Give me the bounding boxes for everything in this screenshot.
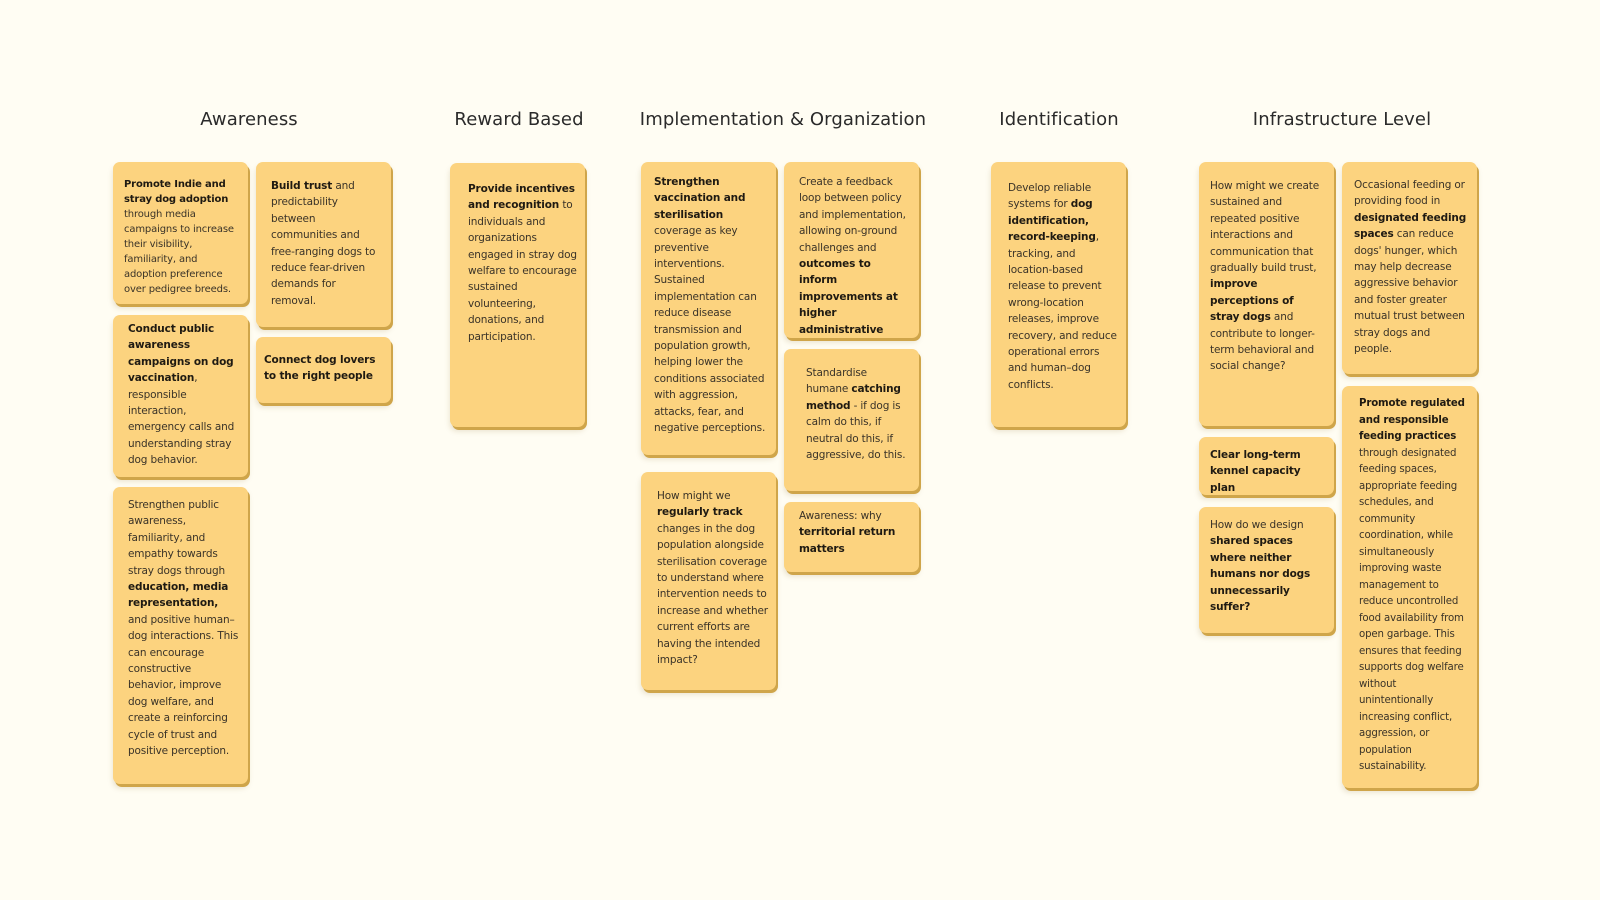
sticky-note[interactable]: Promote Indie and stray dog adoption thr…	[113, 162, 248, 304]
note-text-bold: Conduct public awareness campaigns on do…	[128, 323, 234, 385]
note-text-bold: outcomes to inform improvements at highe…	[799, 258, 898, 336]
note-text: and positive human–dog interactions. Thi…	[128, 613, 239, 758]
note-text-bold: education, media representation,	[128, 581, 229, 610]
note-text: and predictability between communities a…	[271, 180, 376, 307]
sticky-note[interactable]: How might we create sustained and repeat…	[1199, 162, 1334, 426]
sticky-note[interactable]: Clear long-term kennel capacity plan	[1199, 437, 1334, 495]
note-text-bold: territorial return matters	[799, 526, 896, 555]
note-text: through media campaigns to increase thei…	[124, 209, 234, 295]
sticky-note[interactable]: Develop reliable systems for dog identif…	[991, 162, 1126, 427]
note-text: Occasional feeding or providing food in	[1354, 179, 1465, 208]
sticky-note[interactable]: Occasional feeding or providing food in …	[1342, 162, 1477, 374]
note-text-bold: designated feeding spaces	[1354, 211, 1467, 241]
note-text: - if dog is calm do this, if neutral do …	[806, 399, 906, 462]
sticky-note[interactable]: Connect dog lovers to the right people	[256, 337, 391, 403]
note-text-bold: Promote regulated and responsible feedin…	[1359, 398, 1465, 442]
note-text: and contribute to longer-term behavioral…	[1210, 311, 1315, 373]
note-text: Standardise humane	[806, 367, 867, 396]
note-text: Develop reliable systems for	[1008, 182, 1092, 211]
note-text: through designated feeding spaces, appro…	[1359, 447, 1464, 773]
note-text-bold: Build trust	[271, 180, 333, 192]
note-text-bold: dog identification, record-keeping	[1008, 198, 1096, 244]
column-title-awareness: Awareness	[200, 109, 298, 130]
note-text: to individuals and organizations engaged…	[468, 199, 577, 343]
sticky-note[interactable]: Build trust and predictability between c…	[256, 162, 391, 327]
note-text-bold: Connect dog lovers to the right people	[264, 354, 376, 383]
note-text-bold: Provide incentives and recognition	[468, 183, 575, 212]
note-text: changes in the dog population alongside …	[657, 522, 768, 667]
note-text: How might we create sustained and repeat…	[1210, 180, 1320, 275]
note-text-bold: Promote Indie and stray dog adoption	[124, 179, 229, 205]
sticky-note[interactable]: Create a feedback loop between policy an…	[784, 162, 919, 338]
sticky-note[interactable]: Provide incentives and recognition to in…	[450, 163, 585, 427]
sticky-note[interactable]: Strengthen vaccination and sterilisation…	[641, 162, 776, 455]
sticky-note[interactable]: How do we design shared spaces where nei…	[1199, 507, 1334, 633]
sticky-note[interactable]: Standardise humane catching method - if …	[784, 349, 919, 491]
note-text: coverage as key preventive interventions…	[654, 225, 766, 435]
note-text-bold: catching method	[806, 383, 901, 412]
note-text: Create a feedback loop between policy an…	[799, 176, 906, 254]
note-text: How might we	[657, 490, 731, 502]
note-text: Strengthen public awareness, familiarity…	[128, 499, 226, 577]
sticky-note[interactable]: Awareness: why territorial return matter…	[784, 502, 919, 572]
sticky-note[interactable]: How might we regularly track changes in …	[641, 472, 776, 690]
note-text-bold: Clear long-term kennel capacity plan	[1210, 449, 1301, 494]
note-text-bold: Strengthen vaccination and sterilisation	[654, 176, 746, 221]
note-text-bold: regularly track	[657, 506, 743, 519]
note-text: , tracking, and location-based release t…	[1008, 231, 1117, 391]
note-text: can reduce dogs' hunger, which may help …	[1354, 228, 1465, 356]
note-text-bold: shared spaces where neither humans nor d…	[1210, 535, 1311, 614]
column-title-reward-based: Reward Based	[454, 109, 584, 130]
sticky-note[interactable]: Conduct public awareness campaigns on do…	[113, 315, 248, 477]
column-title-implementation: Implementation & Organization	[639, 109, 927, 130]
note-text: Awareness: why	[799, 510, 882, 522]
sticky-note[interactable]: Promote regulated and responsible feedin…	[1342, 386, 1477, 788]
note-text: , responsible interaction, emergency cal…	[128, 372, 235, 467]
sticky-note[interactable]: Strengthen public awareness, familiarity…	[113, 487, 248, 784]
column-title-identification: Identification	[999, 109, 1119, 130]
note-text: How do we design	[1210, 519, 1304, 531]
column-title-infrastructure: Infrastructure Level	[1252, 109, 1432, 130]
note-text-bold: improve perceptions of stray dogs	[1210, 278, 1294, 324]
